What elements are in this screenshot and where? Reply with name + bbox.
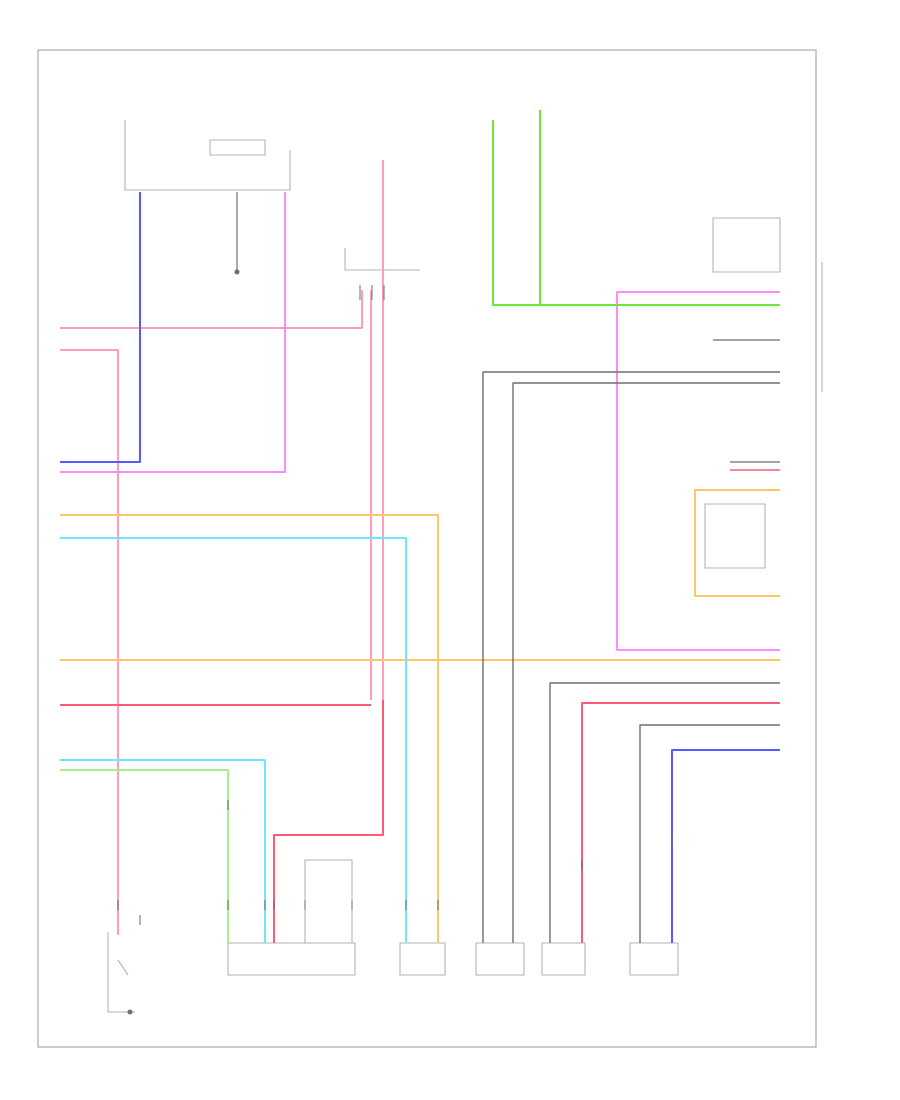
lamp-switch-box [124,120,291,191]
wire-pink-a [60,290,363,329]
wire-pink-b [60,349,119,935]
wire-blue-right [671,749,780,943]
bottom-box-4 [541,942,586,976]
wire-green-a [492,120,780,306]
ground-symbols [127,269,240,1015]
wire-magenta [60,192,286,473]
bottom-box-5 [629,942,679,976]
wire-cyan-a [60,537,407,943]
jumper-loop [304,859,353,943]
bottom-box-3 [475,942,525,976]
ground-left-icon [234,269,240,275]
wire-red-c [581,702,780,943]
wire-gray-c [549,682,780,943]
connector-ticks [117,285,673,925]
junction-box [344,248,420,271]
bottom-box-2 [399,942,446,976]
ecm-box [712,217,781,273]
bottom-box-1 [227,942,356,976]
wire-orange-sensor [694,489,780,597]
ground-bottom-icon [127,1009,133,1015]
wire-gray-b [512,382,780,943]
component-outlines [107,120,823,1013]
oil-pressure-switch [107,932,135,1013]
switch-contact [117,959,129,976]
wire-gray-a [482,371,780,943]
wire-light-green [60,769,229,943]
wire-blue [60,192,141,463]
wires [60,110,780,943]
wire-orange-a [60,514,439,943]
wire-gray-d [639,724,780,943]
diagram-frame [37,49,817,1048]
wire-cyan-b [60,759,266,943]
wire-red-b [273,700,384,943]
wire-magenta-right [616,291,780,651]
sensor-box [704,503,766,569]
lamp-switch-inner [209,139,266,156]
